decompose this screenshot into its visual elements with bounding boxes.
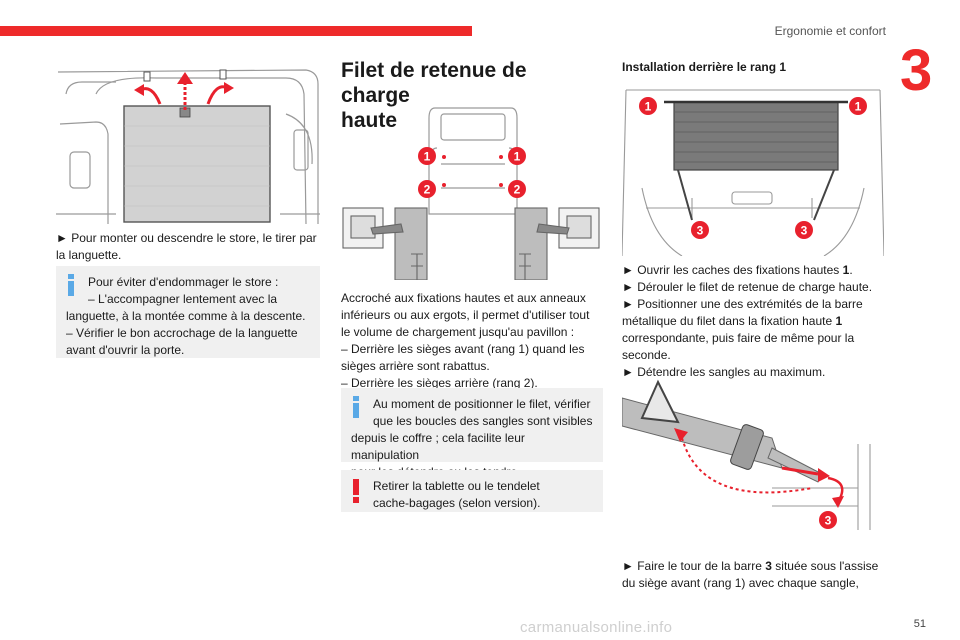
figure-callout: 1 (645, 100, 652, 114)
body-line: Accroché aux fixations hautes et aux ann… (341, 291, 586, 305)
step-line: ► Faire le tour de la barre 3 située sou… (622, 558, 887, 575)
body-line: sièges arrière sont rabattus. (341, 359, 490, 373)
step-ref: 1 (835, 314, 843, 328)
body-line: le volume de chargement jusqu'au pavillo… (341, 325, 575, 339)
info-icon (68, 274, 74, 296)
warning-icon (353, 479, 359, 503)
note-line: languette, à la montée comme à la descen… (66, 309, 306, 323)
note-line: Pour éviter d'endommager le store : (88, 275, 279, 289)
note-line: que les boucles des sangles sont visible… (373, 414, 593, 428)
figure-callout: 3 (825, 514, 832, 528)
step-text: ► Faire le tour de la barre (622, 559, 766, 573)
note-line: cache-bagages (selon version). (373, 496, 541, 510)
step-line: ► Dérouler le filet de retenue de charge… (622, 280, 873, 294)
figure-callout: 1 (424, 150, 431, 164)
note-line: Au moment de positionner le filet, vérif… (373, 397, 591, 411)
page-title-line: Filet de retenue de charge (341, 59, 527, 107)
page-title: Filet de retenue de charge haute (341, 58, 601, 133)
note-line: – L'accompagner lentement avec la (88, 292, 278, 306)
step-text: située sous l'assise (771, 559, 879, 573)
note-line: avant d'ouvrir la porte. (66, 343, 185, 357)
step-ref: 3 (765, 559, 772, 573)
chapter-number: 3 (900, 38, 933, 103)
chapter-number-tab: 3 (896, 32, 960, 110)
step-ref: 1 (842, 263, 850, 277)
final-step: ► Faire le tour de la barre 3 située sou… (622, 558, 887, 592)
note-line: depuis le coffre ; cela facilite leur ma… (351, 431, 525, 462)
page-title-line: haute (341, 109, 398, 132)
step-line: ► Ouvrir les caches des fixations hautes… (622, 262, 887, 279)
figure-callout: 3 (801, 224, 808, 238)
note-line: – Vérifier le bon accrochage de la langu… (66, 326, 298, 340)
step-text: métallique du filet dans la fixation hau… (622, 314, 836, 328)
figure-callout: 2 (424, 183, 431, 197)
net-anchor-points-illustration: 1 1 2 2 (342, 107, 600, 280)
step-text: . (849, 263, 853, 277)
installation-steps: ► Ouvrir les caches des fixations hautes… (622, 262, 887, 381)
step-line: seconde. (622, 348, 671, 362)
step-line: du siège avant (rang 1) avec chaque sang… (622, 576, 859, 590)
net-description: Accroché aux fixations hautes et aux ann… (341, 290, 603, 392)
step-line: métallique du filet dans la fixation hau… (622, 313, 887, 330)
step-line: ► Positionner une des extrémités de la b… (622, 297, 863, 311)
strap-loop-illustration: 3 (622, 379, 871, 530)
section-title: Ergonomie et confort (774, 24, 886, 38)
note-line: Retirer la tablette ou le tendelet (373, 479, 540, 493)
page-number: 51 (913, 618, 926, 630)
figure-callout: 2 (514, 183, 521, 197)
step-text: ► Ouvrir les caches des fixations hautes (622, 263, 843, 277)
header-accent-bar (0, 26, 472, 36)
watermark: carmanualsonline.info (520, 619, 673, 636)
step-line: correspondante, puis faire de même pour … (622, 331, 855, 345)
figure-callout: 1 (855, 100, 862, 114)
figure-callout: 1 (514, 150, 521, 164)
info-note-net: Au moment de positionner le filet, vérif… (341, 388, 603, 479)
step-line: ► Détendre les sangles au maximum. (622, 365, 826, 379)
warning-note-net: Retirer la tablette ou le tendelet cache… (341, 470, 603, 512)
figure-callout: 3 (697, 224, 704, 238)
blind-instruction-text: ► Pour monter ou descendre le store, le … (56, 231, 317, 262)
body-line: – Derrière les sièges avant (rang 1) qua… (341, 342, 585, 356)
info-note-blind: Pour éviter d'endommager le store : – L'… (56, 266, 320, 358)
blind-instruction: ► Pour monter ou descendre le store, le … (56, 230, 320, 264)
info-icon (353, 396, 359, 418)
section-heading: Installation derrière le rang 1 (622, 60, 787, 74)
net-installed-illustration: 1 1 3 3 (622, 89, 884, 256)
body-line: inférieurs ou aux ergots, il permet d'ut… (341, 308, 590, 322)
body-line: – Derrière les sièges arrière (rang 2). (341, 376, 538, 390)
sunblind-illustration (56, 69, 320, 225)
